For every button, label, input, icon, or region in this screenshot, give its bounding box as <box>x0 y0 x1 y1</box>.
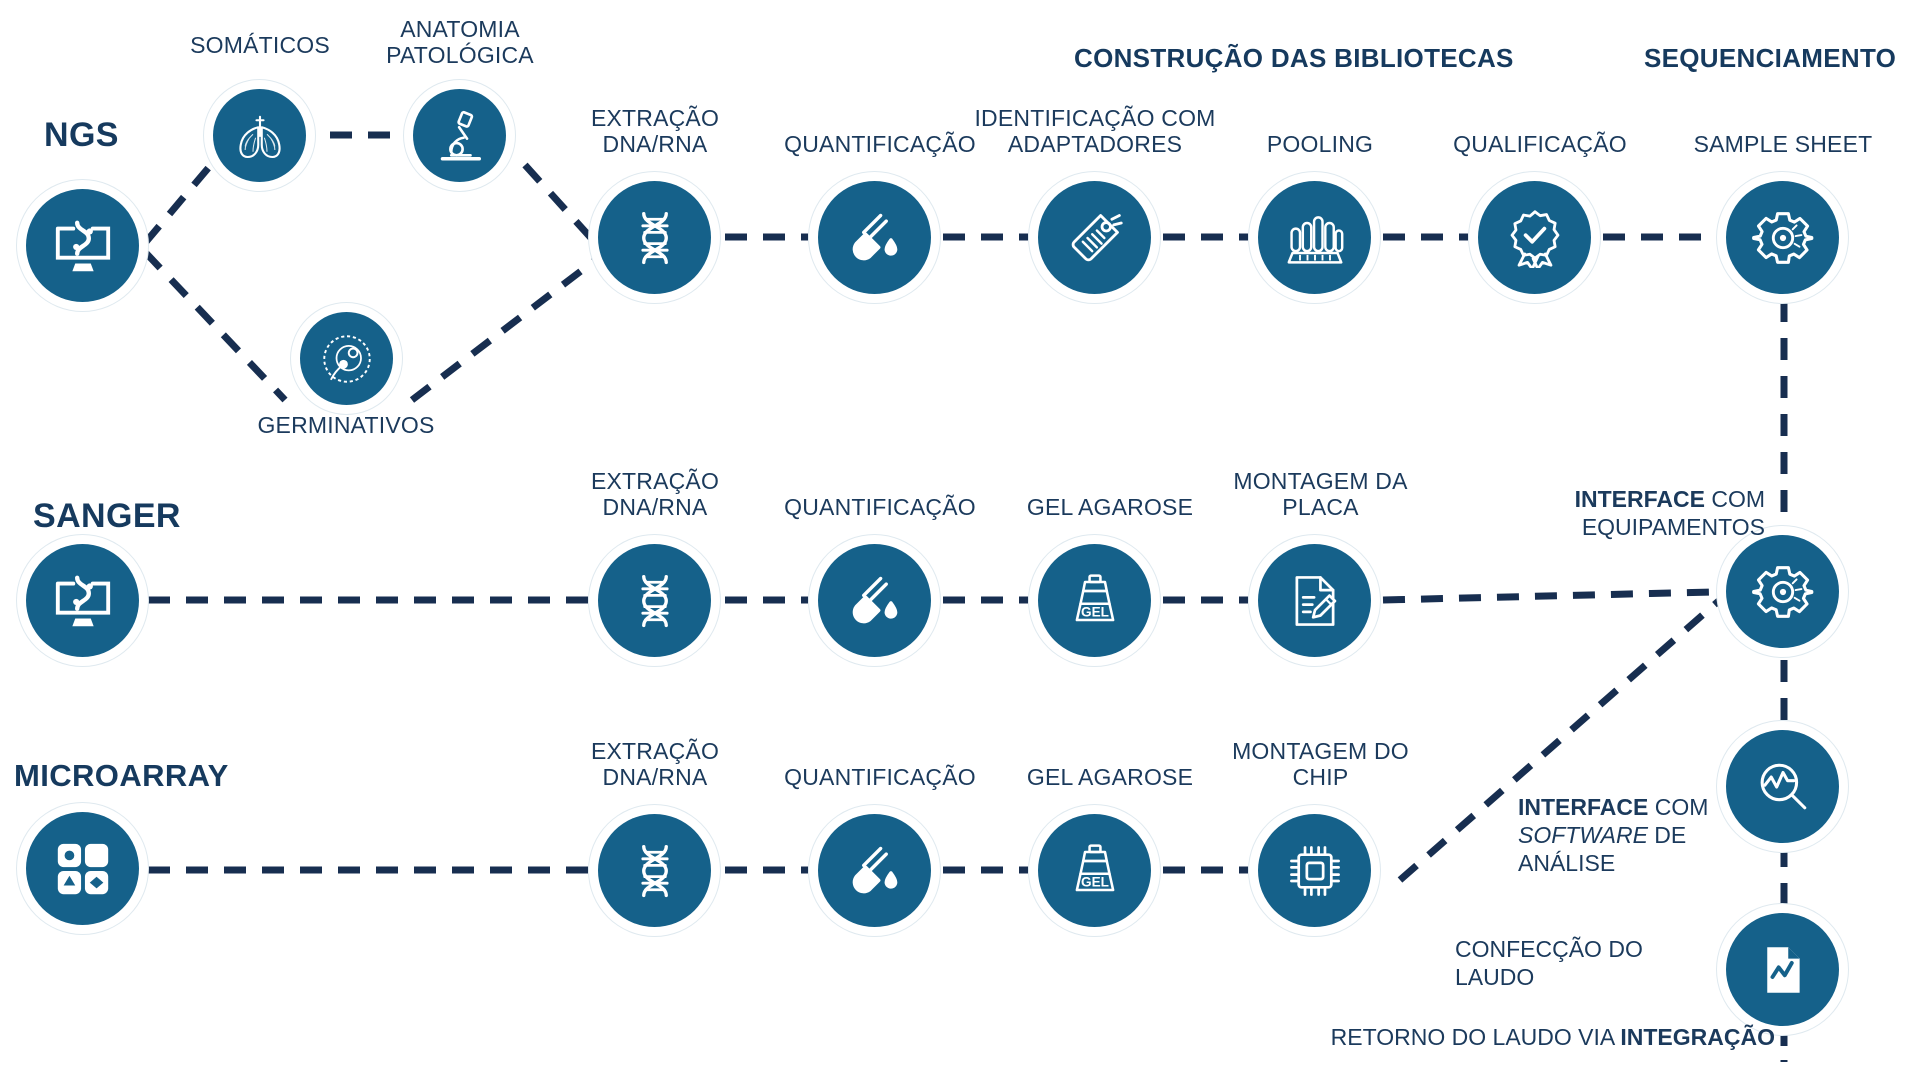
interface-equip-strong: INTERFACE <box>1574 486 1705 512</box>
document-pen-icon <box>1286 572 1344 630</box>
software-de: DE <box>1647 822 1687 848</box>
row-label-ngs: NGS <box>44 116 119 154</box>
tube-rack-icon <box>1285 208 1345 268</box>
interface-software-node[interactable] <box>1726 730 1839 843</box>
phase-header-libraries: CONSTRUÇÃO DAS BIBLIOTECAS <box>1074 43 1514 73</box>
quality-seal-icon <box>1505 208 1565 268</box>
anatomia-patologica-node[interactable] <box>413 89 506 182</box>
sanger-step-1-node[interactable] <box>818 544 931 657</box>
test-tube-drop-icon <box>845 208 905 268</box>
micro-step-0-label: EXTRAÇÃO DNA/RNA <box>590 738 720 790</box>
retorno-laudo-label: RETORNO DO LAUDO VIA INTEGRAÇÃO <box>1305 1023 1775 1051</box>
dna-helix-icon <box>625 208 685 268</box>
ngs-step-4-node[interactable] <box>1478 181 1591 294</box>
branch-label-anatomia: ANATOMIA PATOLÓGICA <box>386 16 534 68</box>
ngs-step-0-label: EXTRAÇÃO DNA/RNA <box>590 105 720 157</box>
chip-icon <box>1286 842 1344 900</box>
branch-label-somaticos: SOMÁTICOS <box>190 32 330 58</box>
gel-icon: GEL <box>1066 842 1124 900</box>
monitor-dna-icon <box>52 570 114 632</box>
row-label-sanger: SANGER <box>33 497 181 535</box>
ngs-step-2-node[interactable] <box>1038 181 1151 294</box>
software-analise: ANÁLISE <box>1518 850 1616 876</box>
gear-icon <box>1751 207 1814 269</box>
micro-step-2-label: GEL AGAROSE <box>1026 764 1194 790</box>
microarray-grid-icon <box>52 838 114 900</box>
ngs-step-3-node[interactable] <box>1258 181 1371 294</box>
barcode-tag-icon <box>1065 208 1125 268</box>
micro-step-3-node[interactable] <box>1258 814 1371 927</box>
interface-software-strong: INTERFACE <box>1518 794 1649 820</box>
ngs-entry-node[interactable] <box>26 189 139 302</box>
sanger-step-3-label: MONTAGEM DA PLACA <box>1233 468 1408 520</box>
micro-step-1-node[interactable] <box>818 814 931 927</box>
interface-software-com: COM <box>1648 794 1709 820</box>
gel-icon: GEL <box>1066 572 1124 630</box>
sanger-step-3-node[interactable] <box>1258 544 1371 657</box>
monitor-dna-icon <box>52 215 114 277</box>
sanger-step-0-label: EXTRAÇÃO DNA/RNA <box>590 468 720 520</box>
sanger-step-2-node[interactable]: GEL <box>1038 544 1151 657</box>
ngs-step-1-node[interactable] <box>818 181 931 294</box>
dna-helix-icon <box>625 841 685 901</box>
analysis-magnifier-icon <box>1754 758 1812 816</box>
software-italic: SOFTWARE <box>1518 822 1648 848</box>
ngs-step-2-label: IDENTIFICAÇÃO COM ADAPTADORES <box>974 105 1216 157</box>
retorno-strong-text: INTEGRAÇÃO <box>1620 1024 1775 1050</box>
sanger-step-1-label: QUANTIFICAÇÃO <box>784 494 976 520</box>
ngs-step-5-node[interactable] <box>1726 181 1839 294</box>
row-label-microarray: MICROARRAY <box>14 758 229 793</box>
interface-equip-rest-2: EQUIPAMENTOS <box>1581 514 1765 540</box>
report-chart-icon <box>1755 942 1811 998</box>
micro-step-1-label: QUANTIFICAÇÃO <box>784 764 976 790</box>
interface-software-label: INTERFACE COM SOFTWARE DE ANÁLISE <box>1518 793 1733 877</box>
gel-icon-text: GEL <box>1081 604 1109 619</box>
interface-equip-rest-1: COM <box>1704 486 1765 512</box>
retorno-plain-text: RETORNO DO LAUDO VIA <box>1330 1024 1621 1050</box>
confeccao-laudo-node[interactable] <box>1726 913 1839 1026</box>
ngs-step-3-label: POOLING <box>1266 131 1374 157</box>
germinativos-node[interactable] <box>300 312 393 405</box>
gear-icon <box>1751 561 1814 623</box>
micro-step-3-label: MONTAGEM DO CHIP <box>1232 738 1409 790</box>
branch-label-germinativos: GERMINATIVOS <box>257 412 435 438</box>
micro-step-2-node[interactable]: GEL <box>1038 814 1151 927</box>
ngs-step-1-label: QUANTIFICAÇÃO <box>784 131 976 157</box>
gel-icon-text: GEL <box>1081 874 1109 889</box>
microscope-icon <box>432 108 488 164</box>
ngs-step-0-node[interactable] <box>598 181 711 294</box>
ngs-step-5-label: SAMPLE SHEET <box>1693 131 1873 157</box>
interface-equipamentos-label: INTERFACE COM EQUIPAMENTOS <box>1460 485 1765 541</box>
phase-header-sequencing: SEQUENCIAMENTO <box>1644 43 1897 73</box>
ngs-step-4-label: QUALIFICAÇÃO <box>1453 131 1627 157</box>
test-tube-drop-icon <box>845 841 905 901</box>
ovum-sperm-icon <box>319 331 375 387</box>
test-tube-drop-icon <box>845 571 905 631</box>
confeccao-laudo-label: CONFECÇÃO DO LAUDO <box>1455 936 1643 990</box>
sanger-step-0-node[interactable] <box>598 544 711 657</box>
microarray-entry-node[interactable] <box>26 812 139 925</box>
lungs-icon <box>232 108 288 164</box>
interface-equipamentos-node[interactable] <box>1726 535 1839 648</box>
micro-step-0-node[interactable] <box>598 814 711 927</box>
sanger-entry-node[interactable] <box>26 544 139 657</box>
somaticos-node[interactable] <box>213 89 306 182</box>
dna-helix-icon <box>625 571 685 631</box>
sanger-step-2-label: GEL AGAROSE <box>1026 494 1194 520</box>
